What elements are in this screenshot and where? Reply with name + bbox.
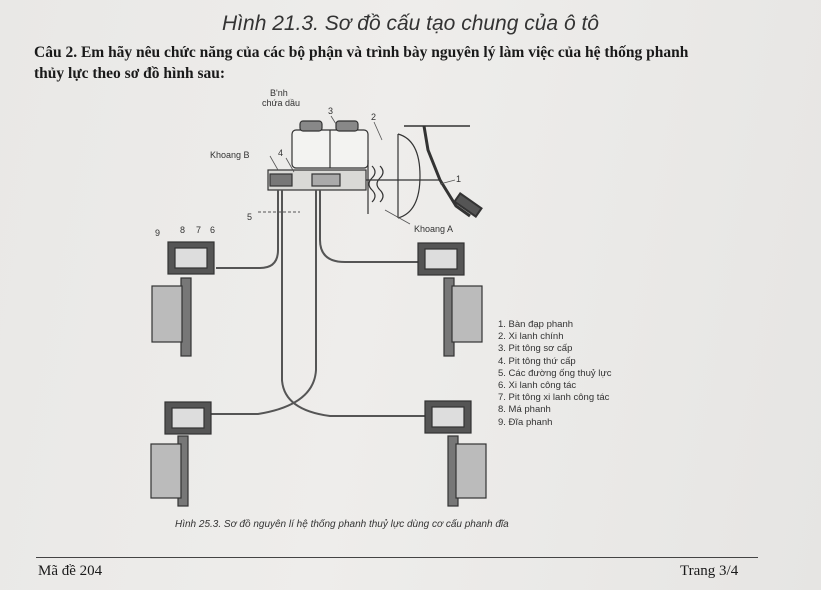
diagram-legend: 1. Bàn đạp phanh 2. Xi lanh chính 3. Pit…	[498, 319, 611, 429]
leader-lines	[269, 115, 456, 225]
legend-item: 3. Pit tông sơ cấp	[498, 343, 573, 355]
label-n4: 4	[278, 148, 283, 158]
label-chamber-a: Khoang A	[414, 224, 453, 234]
wheel-rear-right	[424, 400, 487, 507]
legend-item: 1. Bàn đạp phanh	[498, 319, 574, 330]
label-n3: 3	[328, 106, 333, 116]
legend-item: 4. Pit tông thứ cấp	[498, 355, 576, 367]
question-line-2: thủy lực theo sơ đồ hình sau:	[34, 65, 226, 82]
question-line-1: Câu 2. Em hãy nêu chức năng của các bộ p…	[34, 44, 689, 61]
label-n9: 9	[155, 228, 160, 238]
legend-item: 9. Đĩa phanh	[498, 416, 553, 428]
legend-item: 6. Xi lanh công tác	[498, 380, 577, 392]
page-number: Trang 3/4	[680, 563, 739, 579]
legend-item: 7. Pit tông xi lanh công tác	[498, 392, 610, 404]
label-n2: 2	[371, 112, 376, 122]
wheel-front-left	[151, 241, 215, 357]
label-n7: 7	[196, 225, 201, 235]
legend-item: 5. Các đường ống thuỷ lực	[498, 367, 612, 379]
exam-code: Mã đề 204	[38, 563, 103, 579]
brake-pedal	[404, 125, 483, 218]
booster	[367, 133, 421, 219]
label-n1: 1	[456, 174, 461, 184]
figure-heading: Hình 21.3. Sơ đồ cấu tạo chung của ô tô	[222, 12, 599, 35]
label-chamber-b: Khoang B	[210, 150, 250, 160]
legend-item: 2. Xi lanh chính	[498, 331, 564, 343]
label-n5: 5	[247, 212, 252, 222]
legend-item: 8. Má phanh	[498, 404, 551, 416]
footer-divider	[36, 557, 758, 558]
label-reservoir-2: chứa dầu	[262, 98, 300, 108]
figure-caption: Hình 25.3. Sơ đồ nguyên lí hệ thống phan…	[175, 519, 509, 530]
oil-reservoir	[291, 120, 369, 169]
label-n6: 6	[210, 225, 215, 235]
hydraulic-lines	[210, 190, 425, 417]
question-text: Câu 2. Em hãy nêu chức năng của các bộ p…	[34, 42, 774, 84]
label-n8: 8	[180, 225, 185, 235]
label-reservoir-1: B'nh	[270, 88, 288, 98]
master-cylinder	[267, 169, 440, 191]
wheel-front-right	[417, 242, 483, 357]
wheel-rear-left	[150, 401, 212, 507]
